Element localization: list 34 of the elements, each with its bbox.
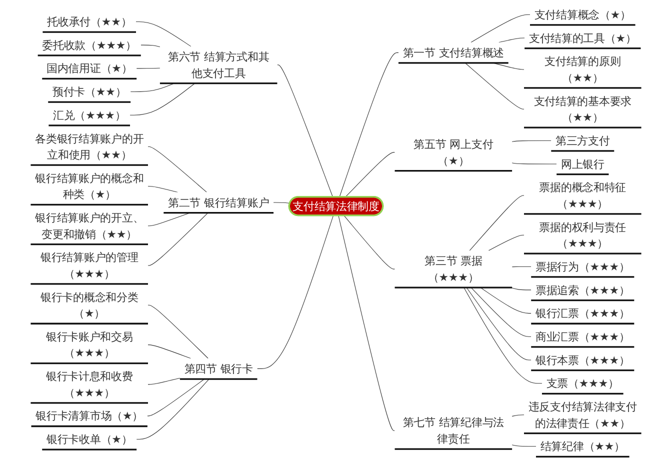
connector <box>130 83 196 116</box>
connector <box>464 287 542 384</box>
connector <box>140 44 160 48</box>
connector <box>136 68 160 69</box>
connector <box>130 83 174 92</box>
connector <box>512 266 532 268</box>
connector <box>148 304 208 359</box>
connector <box>256 215 334 369</box>
connector <box>339 52 399 198</box>
connector <box>512 162 557 164</box>
connector <box>276 64 334 198</box>
connector <box>512 140 552 142</box>
connector <box>345 152 396 198</box>
connector <box>148 212 190 226</box>
connector <box>470 14 530 43</box>
connector <box>344 215 396 270</box>
connector <box>488 234 524 251</box>
connector <box>136 378 210 440</box>
connector <box>510 287 532 290</box>
connector <box>464 62 524 110</box>
connector <box>512 414 524 417</box>
connector <box>466 287 532 360</box>
connector <box>148 378 180 385</box>
connector <box>470 287 532 337</box>
connector <box>512 444 536 447</box>
connector <box>469 195 524 251</box>
connector <box>273 202 290 204</box>
connector <box>148 212 208 266</box>
connector <box>148 146 207 192</box>
connector <box>338 215 396 431</box>
connector <box>480 287 532 314</box>
connector <box>136 21 192 47</box>
connector <box>148 344 191 359</box>
connector <box>147 378 205 416</box>
